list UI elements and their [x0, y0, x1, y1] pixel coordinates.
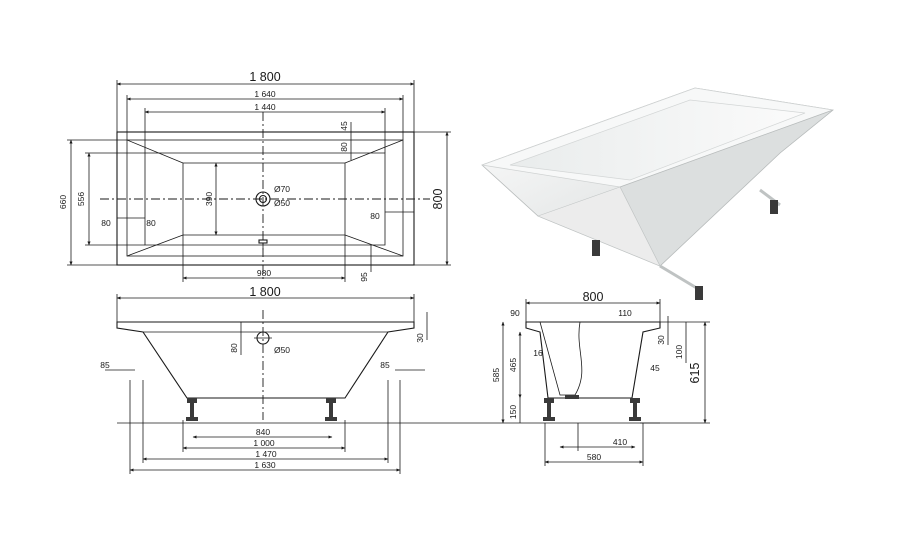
end-feet — [543, 398, 641, 421]
side-feet — [186, 398, 337, 421]
end-height-615: 615 — [688, 363, 702, 384]
plan-inner-rim — [126, 139, 404, 257]
end-rim-30: 30 — [656, 335, 666, 345]
plan-length-inner: 1 640 — [254, 89, 276, 99]
end-rim-100: 100 — [674, 345, 684, 359]
end-offset-45: 45 — [650, 363, 660, 373]
side-feet-1000: 1 000 — [253, 438, 275, 448]
bathtub-render — [481, 87, 834, 300]
end-width-outer: 800 — [583, 290, 604, 304]
plan-bowl-top — [144, 152, 386, 246]
plan-left-80b: 80 — [146, 218, 156, 228]
overflow-drain-icon — [255, 191, 271, 207]
plan-bottom-width: 390 — [204, 192, 214, 206]
side-feet-840: 840 — [256, 427, 270, 437]
plan-rim-45: 45 — [339, 121, 349, 131]
plan-length-outer: 1 800 — [249, 70, 280, 84]
plan-view: 1 800 1 640 1 440 660 556 80 80 390 800 … — [58, 70, 451, 282]
plan-width-660: 660 — [58, 195, 68, 209]
end-rim-110: 110 — [618, 308, 632, 318]
side-drain-80: 80 — [229, 343, 239, 353]
plan-rim-80: 80 — [339, 142, 349, 152]
plan-overflow-d70: Ø70 — [274, 184, 290, 194]
end-feet-150: 150 — [508, 405, 518, 419]
end-tub-outline — [525, 321, 661, 399]
plan-right-80: 80 — [370, 211, 380, 221]
plan-width-outer: 800 — [431, 189, 445, 210]
end-depth-465: 465 — [508, 358, 518, 372]
side-offset-left-85: 85 — [100, 360, 110, 370]
end-height-585: 585 — [491, 368, 501, 382]
side-span-1630: 1 630 — [254, 460, 276, 470]
end-wall-16: 16 — [533, 348, 543, 358]
plan-drain-icon — [258, 239, 268, 244]
end-feet-580: 580 — [587, 452, 601, 462]
plan-width-556: 556 — [76, 192, 86, 206]
plan-outer-rim — [116, 131, 415, 266]
plan-drain-d50: Ø50 — [274, 198, 290, 208]
plan-drain-95: 95 — [359, 272, 369, 282]
end-rim-90: 90 — [510, 308, 520, 318]
side-tub-outline — [116, 321, 415, 399]
side-rim-30: 30 — [415, 333, 425, 343]
side-span-1470: 1 470 — [255, 449, 277, 459]
plan-left-80a: 80 — [101, 218, 111, 228]
side-drain-d50: Ø50 — [274, 345, 290, 355]
side-length-outer: 1 800 — [249, 285, 280, 299]
end-feet-410: 410 — [613, 437, 627, 447]
plan-bottom-length: 980 — [257, 268, 271, 278]
end-view: 800 90 110 30 100 45 16 585 465 150 615 — [491, 290, 710, 466]
side-view: 1 800 Ø50 80 30 85 85 840 1 0 — [100, 285, 500, 474]
side-offset-right-85: 85 — [380, 360, 390, 370]
plan-length-bottom: 1 440 — [254, 102, 276, 112]
